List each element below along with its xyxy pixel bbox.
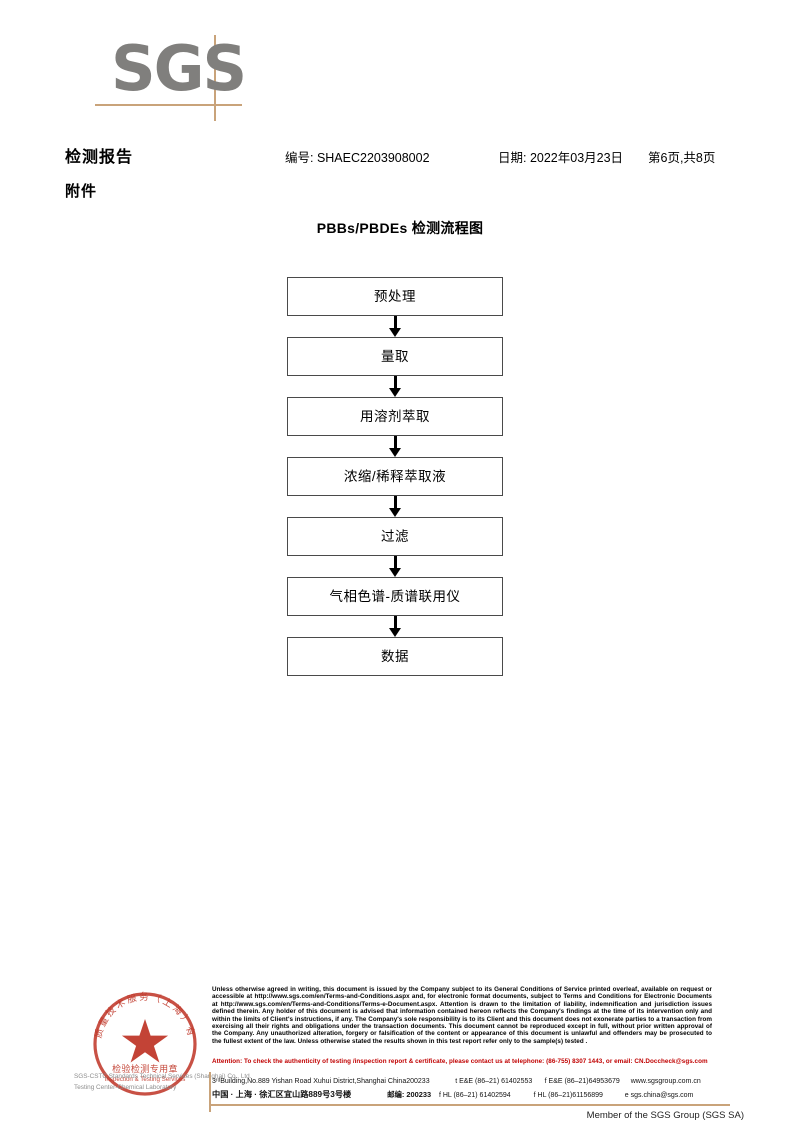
flow-arrow-down-icon — [287, 376, 503, 397]
flowchart-title: PBBs/PBDEs 检测流程图 — [316, 220, 484, 236]
email[interactable]: e sgs.china@sgs.com — [624, 1091, 694, 1099]
stamp-overlay-company: SGS-CSTC Standards Technical Services (S… — [74, 1073, 252, 1080]
attention-notice: Attention: To check the authenticity of … — [212, 1058, 708, 1065]
telephone-hl: f HL (86–21) 61402594 — [438, 1091, 511, 1099]
logo-vertical-rule — [214, 35, 216, 121]
member-of-group-line: Member of the SGS Group (SGS SA) — [586, 1110, 744, 1121]
fax-hl: f HL (86–21)61156899 — [533, 1091, 603, 1099]
flow-step-box: 量取 — [287, 337, 503, 376]
address-cn: 中国 · 上海 · 徐汇区宜山路889号3号楼 — [212, 1089, 352, 1099]
footer-vertical-rule — [209, 1072, 211, 1112]
logo-horizontal-rule — [95, 104, 242, 106]
fax-ee: f E&E (86–21)64953679 — [544, 1078, 620, 1085]
report-number: 编号: SHAEC2203908002 — [285, 151, 430, 165]
flow-step-box: 数据 — [287, 637, 503, 676]
flow-step-box: 用溶剂萃取 — [287, 397, 503, 436]
flow-step-box: 气相色谱-质谱联用仪 — [287, 577, 503, 616]
stamp-overlay-lab: Testing Center-Chemical Laboratory — [74, 1084, 177, 1091]
report-date: 日期: 2022年03月23日 — [498, 151, 624, 165]
sgs-logo-text: SGS — [111, 32, 247, 105]
address-row-cn: 中国 · 上海 · 徐汇区宜山路889号3号楼 邮编: 200233 f HL … — [212, 1089, 732, 1103]
flow-step-box: 过滤 — [287, 517, 503, 556]
address-en: 3ʳᵈBuilding,No.889 Yishan Road Xuhui Dis… — [212, 1078, 407, 1085]
contact-address-block: 3ʳᵈBuilding,No.889 Yishan Road Xuhui Dis… — [212, 1076, 732, 1102]
telephone-ee: t E&E (86–21) 61402553 — [455, 1078, 533, 1085]
flow-arrow-down-icon — [287, 556, 503, 577]
official-stamp: 上海市质量技术服务（上海）有限公司 检验检测专用章 Inspection & T… — [74, 983, 251, 1105]
website[interactable]: www.sgsgroup.com.cn — [630, 1078, 701, 1085]
flow-arrow-down-icon — [287, 316, 503, 337]
attachment-label: 附件 — [65, 183, 98, 200]
svg-text:Inspection & Testing Services: Inspection & Testing Services — [105, 1076, 186, 1083]
sgs-logo: SGS — [95, 33, 255, 123]
zip-cn: 邮编: 200233 — [387, 1089, 432, 1099]
page-indicator: 第6页,共8页 — [648, 151, 716, 165]
flow-step-box: 预处理 — [287, 277, 503, 316]
flow-arrow-down-icon — [287, 616, 503, 637]
page-title: 检测报告 — [65, 149, 134, 166]
flow-arrow-down-icon — [287, 496, 503, 517]
zip-en: 200233 — [406, 1078, 430, 1085]
stamp-seal-icon: 上海市质量技术服务（上海）有限公司 检验检测专用章 Inspection & T… — [84, 983, 198, 1096]
address-row-en: 3ʳᵈBuilding,No.889 Yishan Road Xuhui Dis… — [212, 1076, 732, 1089]
report-header: 检测报告 编号: SHAEC2203908002 日期: 2022年03月23日… — [0, 143, 800, 167]
footer-horizontal-rule — [209, 1104, 730, 1106]
flowchart: 预处理 量取 用溶剂萃取 浓缩/稀释萃取液 过滤 气相色谱-质谱联用仪 数据 — [287, 277, 503, 676]
svg-text:检验检测专用章: 检验检测专用章 — [112, 1063, 178, 1075]
svg-text:上海市质量技术服务（上海）有限公司: 上海市质量技术服务（上海）有限公司 — [84, 983, 198, 1039]
legal-terms-text: Unless otherwise agreed in writing, this… — [212, 986, 712, 1045]
flow-step-box: 浓缩/稀释萃取液 — [287, 457, 503, 496]
flow-arrow-down-icon — [287, 436, 503, 457]
